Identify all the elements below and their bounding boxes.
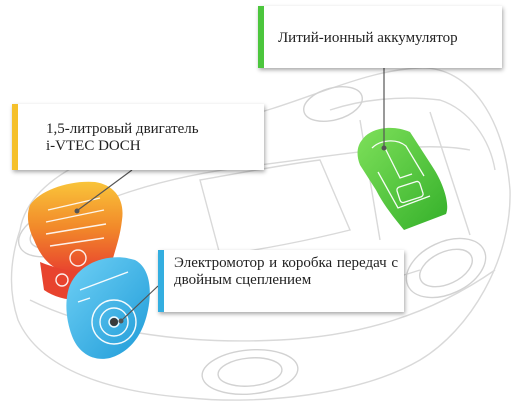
engine-leader-dot — [74, 208, 80, 214]
motor-component — [66, 257, 150, 359]
callout-battery: Литий-ионный аккумулятор — [258, 6, 502, 68]
callout-motor: Электромотор и коробка передач с двойным… — [158, 250, 404, 312]
engine-accent-bar — [12, 104, 18, 170]
motor-label: Электромотор и коробка передач с двойным… — [174, 255, 398, 288]
leader-lines — [77, 68, 385, 321]
engine-label-line1: 1,5-литровый двигатель — [46, 121, 199, 137]
battery-leader-dot — [381, 145, 387, 151]
engine-label-line2: i-VTEC DOCH — [46, 138, 141, 154]
callout-engine: 1,5-литровый двигатель i-VTEC DOCH — [12, 104, 264, 170]
engine-label: 1,5-литровый двигатель i-VTEC DOCH — [46, 121, 260, 155]
battery-accent-bar — [258, 6, 264, 68]
battery-component — [357, 127, 448, 230]
battery-label: Литий-ионный аккумулятор — [278, 30, 458, 46]
motor-accent-bar — [158, 250, 164, 312]
motor-leader-dot — [118, 318, 124, 324]
